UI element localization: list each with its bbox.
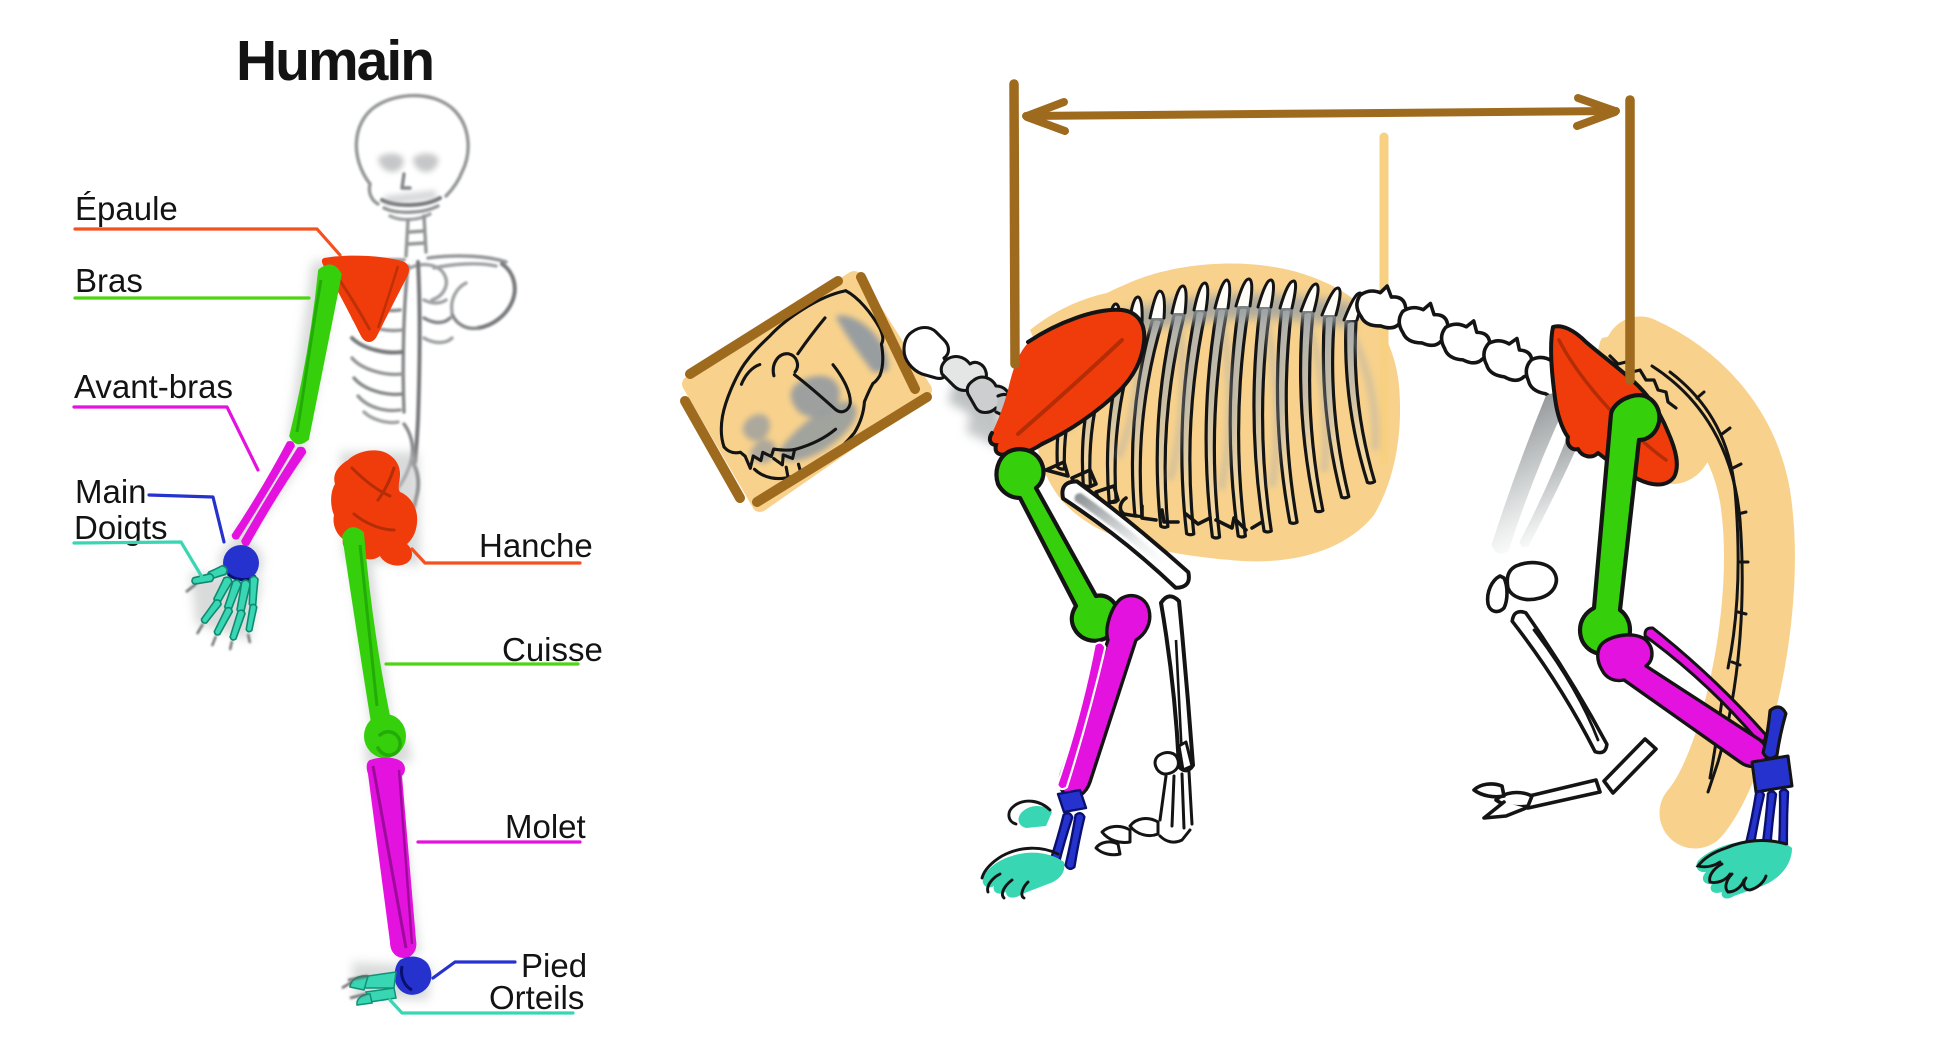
svg-text:Molet: Molet [505,808,586,845]
svg-text:Humain: Humain [236,29,433,93]
svg-text:Main: Main [75,473,147,510]
svg-text:Orteils: Orteils [489,979,584,1016]
svg-text:Cuisse: Cuisse [502,631,603,668]
svg-text:Doigts: Doigts [74,509,168,546]
svg-text:Hanche: Hanche [479,527,593,564]
svg-text:Bras: Bras [75,262,143,299]
svg-text:Pied: Pied [521,947,587,984]
svg-text:Épaule: Épaule [75,190,178,227]
svg-text:Avant-bras: Avant-bras [74,368,233,405]
